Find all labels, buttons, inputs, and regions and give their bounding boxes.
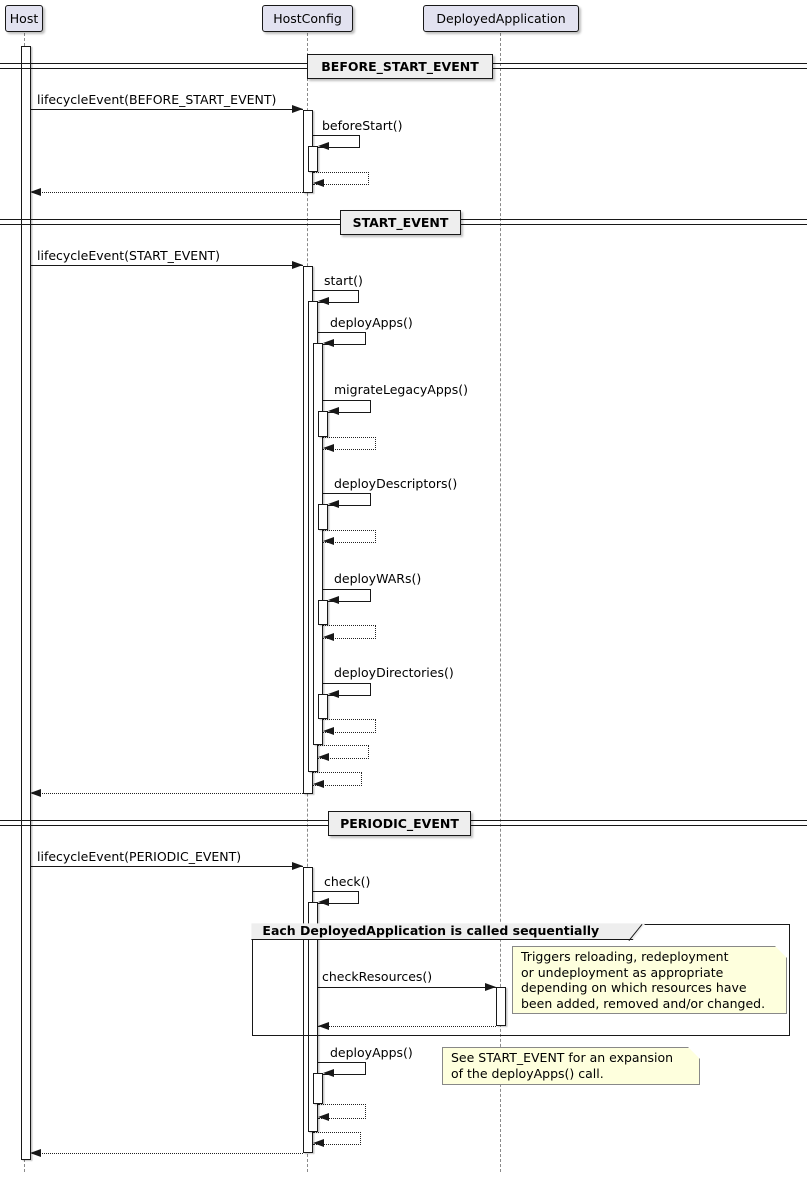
group-frame-title: Each DeployedApplication is called seque… [251,923,645,940]
arrowhead-icon [323,1069,334,1077]
self-return-before-start [313,172,369,185]
arrowhead-icon [30,188,41,196]
arrowhead-icon [292,862,303,870]
return-lifecycle-before-start [30,192,303,193]
message-migrate-legacy-apps: migrateLegacyApps() [334,382,468,397]
self-return-deploy-directories [323,719,376,733]
activation-deploy-wars [318,600,328,625]
arrow-lifecycle-start [30,265,303,266]
arrowhead-icon [313,780,324,788]
return-lifecycle-start [30,793,303,794]
arrowhead-icon [328,407,339,415]
message-deploy-apps: deployApps() [330,315,413,330]
activation-deploy-apps [313,343,323,745]
activation-check [308,902,318,1132]
self-return-deploy-apps [318,745,369,759]
arrowhead-icon [318,1022,329,1030]
arrowhead-icon [30,789,41,797]
activation-migrate-legacy-apps [318,411,328,437]
arrow-lifecycle-before-start [30,109,303,110]
arrowhead-icon [328,500,339,508]
self-return-migrate-legacy-apps [323,437,376,450]
arrowhead-icon [323,633,334,641]
participant-host: Host [5,5,43,32]
arrowhead-icon [323,339,334,347]
participant-hostconfig: HostConfig [262,5,353,32]
activation-deploy-directories [318,694,328,719]
lifeline-deployedapplication [500,33,501,1172]
arrowhead-icon [292,105,303,113]
message-check: check() [324,874,371,889]
divider-periodic-event: PERIODIC_EVENT [328,811,471,836]
arrowhead-icon [323,537,334,545]
message-lifecycle-start: lifecycleEvent(START_EVENT) [37,248,221,263]
arrowhead-icon [318,142,329,150]
arrow-check-resources [318,987,496,988]
arrowhead-icon [313,1139,324,1147]
activation-before-start-nested [308,146,318,172]
note-check-resources: Triggers reloading, redeployment or unde… [512,946,787,1014]
arrowhead-icon [30,1149,41,1157]
self-call-before-start [313,135,360,148]
self-return-check [313,1132,361,1145]
message-deploy-directories: deployDirectories() [334,665,454,680]
activation-deploy-apps-periodic [313,1073,323,1104]
note-deploy-apps: See START_EVENT for an expansion of the … [442,1047,700,1085]
self-call-migrate-legacy-apps [323,400,371,413]
message-lifecycle-before-start: lifecycleEvent(BEFORE_START_EVENT) [37,92,277,107]
arrow-lifecycle-periodic [30,866,303,867]
arrowhead-icon [328,596,339,604]
activation-deploy-descriptors [318,504,328,530]
self-return-deploy-wars [323,625,376,639]
arrowhead-icon [485,983,496,991]
message-start: start() [324,273,363,288]
message-before-start: beforeStart() [322,118,403,133]
message-lifecycle-periodic: lifecycleEvent(PERIODIC_EVENT) [37,849,242,864]
self-call-deploy-descriptors [323,493,371,506]
message-deploy-apps-periodic: deployApps() [330,1045,413,1060]
arrowhead-icon [318,297,329,305]
arrowhead-icon [323,727,334,735]
message-check-resources: checkResources() [322,969,433,984]
self-call-check [313,891,359,904]
self-call-start [313,290,359,303]
arrowhead-icon [318,1113,329,1121]
message-deploy-descriptors: deployDescriptors() [334,476,458,491]
self-return-deploy-descriptors [323,530,376,543]
arrowhead-icon [323,444,334,452]
arrowhead-icon [328,690,339,698]
arrowhead-icon [318,753,329,761]
message-deploy-wars: deployWARs() [334,571,422,586]
activation-host [21,46,31,1160]
self-return-deploy-apps-periodic [318,1104,366,1119]
activation-deployedapplication [496,987,506,1026]
self-call-deploy-directories [323,683,371,696]
self-call-deploy-wars [323,589,371,602]
self-return-start [313,772,362,786]
divider-start-event: START_EVENT [340,210,461,235]
divider-before-start-event: BEFORE_START_EVENT [307,54,493,79]
self-call-deploy-apps [318,332,366,345]
arrowhead-icon [292,261,303,269]
self-call-deploy-apps-periodic [318,1062,366,1075]
return-lifecycle-periodic [30,1153,303,1154]
return-check-resources [318,1026,496,1027]
arrowhead-icon [313,179,324,187]
participant-deployedapplication: DeployedApplication [423,5,579,32]
arrowhead-icon [318,898,329,906]
group-frame: Each DeployedApplication is called seque… [252,924,790,1036]
